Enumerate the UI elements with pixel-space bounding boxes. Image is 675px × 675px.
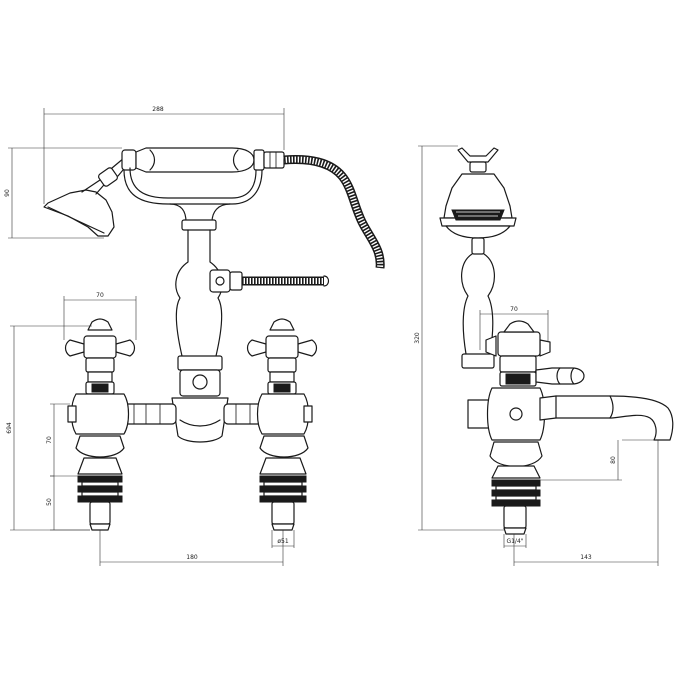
dim-side-handle: 70 [510, 306, 518, 313]
front-handshower-head [43, 157, 129, 237]
side-body [467, 387, 546, 535]
side-cradle-fork [457, 147, 499, 173]
dim-front-width: 288 [152, 106, 164, 113]
front-right-tap [246, 318, 318, 531]
front-diverter-body [171, 355, 229, 443]
dim-front-centres: 180 [186, 554, 198, 561]
side-dimensions: 320 70 80 G1/4" 143 [414, 145, 659, 566]
dim-front-handset-height: 90 [4, 189, 11, 197]
side-view: 320 70 80 G1/4" 143 [414, 145, 674, 566]
dim-side-spout-height: 80 [610, 456, 617, 464]
dim-side-spout-projection: 143 [580, 554, 592, 561]
front-bridge-arms [119, 403, 267, 425]
side-spout [539, 395, 674, 441]
dim-front-left-handle: 70 [96, 292, 104, 299]
front-hose-coil [283, 155, 385, 269]
side-lever-handle [535, 367, 585, 385]
dim-front-body-height: 70 [46, 436, 53, 444]
side-tap-head [485, 320, 551, 387]
dim-front-tail-height: 50 [46, 498, 53, 506]
side-shower-head [439, 173, 517, 255]
front-dimensions: 288 90 70 694 70 50 180 ø51 [4, 106, 295, 566]
front-riser [175, 229, 243, 357]
side-riser [461, 253, 495, 369]
dim-side-overall-height: 320 [414, 332, 421, 344]
dim-side-thread: G1/4" [506, 538, 523, 545]
front-handset-handle [121, 147, 285, 173]
front-view: 288 90 70 694 70 50 180 ø51 [4, 106, 385, 566]
dim-front-tail-diameter: ø51 [277, 538, 288, 545]
dim-front-overall-height: 694 [6, 422, 13, 434]
front-left-tap [64, 318, 136, 531]
front-cradle [123, 167, 263, 231]
